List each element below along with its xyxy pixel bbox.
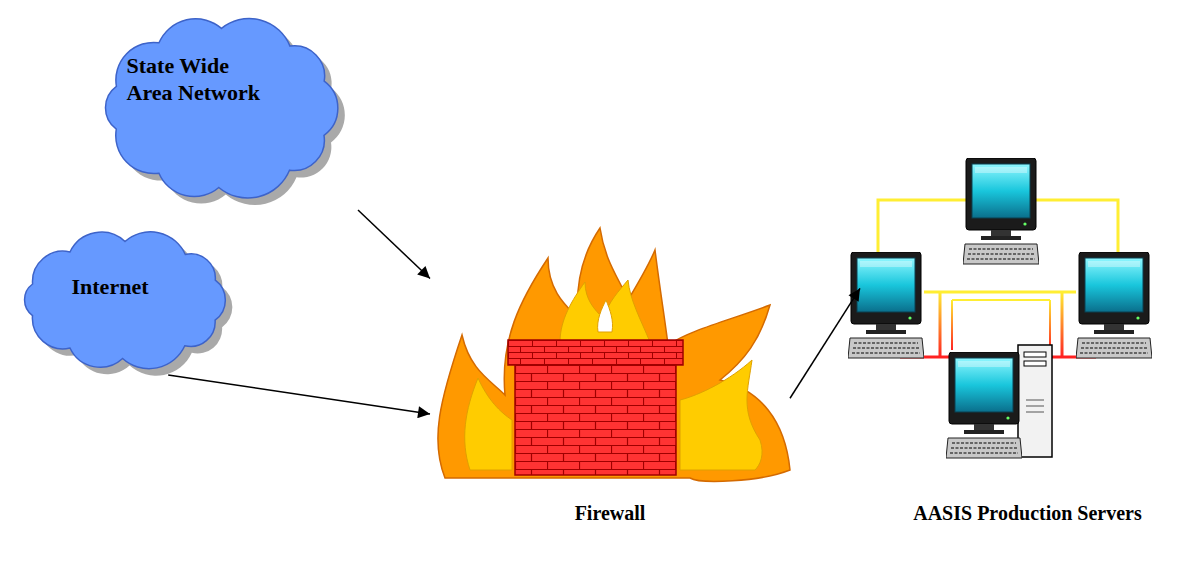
- arrow-connector: [358, 210, 430, 279]
- cloud-label: Internet: [72, 273, 149, 301]
- flame-inner: [560, 280, 650, 342]
- arrow-connector: [168, 375, 430, 414]
- wall-cap: [508, 340, 683, 365]
- workstation: [963, 158, 1039, 264]
- wall-body: [515, 365, 676, 475]
- firewall-group: Firewall: [430, 225, 790, 540]
- drive-bay: [1024, 352, 1046, 357]
- arrow-connector: [790, 288, 860, 398]
- cloud-label: State Wide Area Network: [127, 52, 277, 107]
- wire: [924, 291, 1076, 294]
- cloud-shape: [25, 232, 226, 369]
- cloud-outline: [85, 6, 358, 210]
- flame-outer: [438, 228, 790, 481]
- caption-label: AASIS Production Servers: [913, 501, 1142, 526]
- flame-inner: [680, 360, 762, 470]
- cloud-outline: [5, 225, 245, 375]
- tower-case: [1018, 345, 1052, 457]
- drawing-part: [168, 210, 860, 414]
- cloud-network: State Wide Area Network: [85, 6, 358, 210]
- drive-bay: [1024, 361, 1046, 366]
- workstation: [1076, 252, 1152, 358]
- workstation: [848, 252, 924, 358]
- flame-hole: [598, 300, 613, 332]
- cloud-network: Internet: [5, 225, 245, 375]
- flame-inner: [465, 378, 512, 470]
- wire: [952, 300, 1050, 350]
- cloud-shape: [105, 19, 337, 198]
- server-group: AASIS Production Servers: [860, 170, 1195, 540]
- caption-label: Firewall: [575, 501, 646, 526]
- brick-wall: [508, 340, 683, 475]
- workstation: [946, 352, 1022, 458]
- firewall-flames: [438, 228, 790, 481]
- server-tower: [1018, 345, 1052, 457]
- wire: [952, 299, 1050, 301]
- vent-lines: [1026, 400, 1044, 412]
